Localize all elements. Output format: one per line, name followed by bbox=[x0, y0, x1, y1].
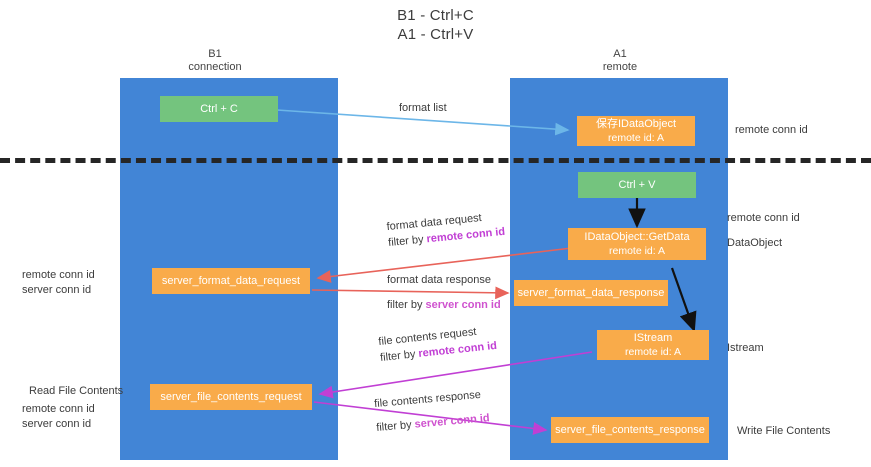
filter-prefix: filter by bbox=[387, 299, 426, 311]
column-header-a1-name: A1 bbox=[613, 48, 627, 60]
annotation-right-dataobject-label: DataObject bbox=[727, 237, 783, 249]
title-line-1: B1 - Ctrl+C bbox=[397, 7, 474, 24]
filter-prefix: filter by bbox=[375, 418, 416, 435]
annotation-left-bottom-ids: remote conn id server conn id bbox=[22, 402, 95, 432]
annotation-left-mid-remote: remote conn id bbox=[22, 269, 95, 281]
node-server-file-contents-request-label: server_file_contents_request bbox=[160, 391, 302, 403]
column-header-b1-sub: connection bbox=[188, 61, 242, 73]
annotation-left-mid: remote conn id server conn id bbox=[22, 268, 95, 298]
filter-highlight: server conn id bbox=[414, 412, 491, 431]
edge-label-file-contents-response-l2: filter by server conn id bbox=[376, 410, 491, 436]
annotation-left-mid-server: server conn id bbox=[22, 284, 92, 296]
title-line-2: A1 - Ctrl+V bbox=[397, 26, 474, 43]
node-idataobject-getdata-line1: IDataObject::GetData bbox=[584, 231, 690, 243]
edge-label-format-data-response-l2: filter by server conn id bbox=[387, 297, 501, 313]
edge-label-format-list-text: format list bbox=[399, 102, 447, 114]
edge-label-file-contents-request: file contents request filter by remote c… bbox=[378, 322, 498, 366]
edge-label-format-list: format list bbox=[399, 100, 447, 116]
annotation-read-file-contents: Read File Contents bbox=[29, 385, 124, 397]
phase-divider bbox=[0, 158, 871, 163]
annotation-right-dataobject: remote conn id DataObject bbox=[727, 211, 800, 251]
annotation-right-istream: Istream bbox=[727, 342, 764, 354]
edge-label-file-contents-response-l1: file contents response bbox=[373, 388, 482, 411]
annotation-left-read-file-contents: Read File Contents bbox=[29, 384, 123, 399]
node-server-format-data-request-label: server_format_data_request bbox=[161, 275, 301, 287]
node-istream-line2: remote id: A bbox=[624, 346, 682, 358]
node-ctrl-c-label: Ctrl + C bbox=[200, 103, 238, 115]
node-ctrl-c[interactable]: Ctrl + C bbox=[160, 96, 278, 122]
filter-prefix: filter by bbox=[379, 348, 420, 365]
node-ctrl-v[interactable]: Ctrl + V bbox=[578, 172, 696, 198]
node-idataobject-getdata-line2: remote id: A bbox=[608, 245, 666, 257]
node-save-idataobject[interactable]: 保存IDataObject remote id: A bbox=[577, 116, 695, 146]
column-header-a1: A1 remote bbox=[550, 48, 690, 74]
node-server-file-contents-response[interactable]: server_file_contents_response bbox=[551, 417, 709, 443]
node-server-file-contents-response-label: server_file_contents_response bbox=[555, 424, 705, 436]
edge-label-format-data-response-l1: format data response bbox=[387, 274, 491, 286]
column-header-b1-name: B1 bbox=[208, 48, 222, 60]
node-idataobject-getdata[interactable]: IDataObject::GetData remote id: A bbox=[568, 228, 706, 260]
annotation-right-write-file-contents: Write File Contents bbox=[737, 425, 831, 437]
node-save-idataobject-line2: remote id: A bbox=[607, 132, 665, 144]
column-header-b1: B1 connection bbox=[145, 48, 285, 74]
node-server-format-data-request[interactable]: server_format_data_request bbox=[152, 268, 310, 294]
node-ctrl-v-label: Ctrl + V bbox=[618, 179, 656, 191]
filter-prefix: filter by bbox=[387, 233, 428, 250]
annotation-left-bottom-remote: remote conn id bbox=[22, 403, 95, 415]
node-server-format-data-response-label: server_format_data_response bbox=[517, 287, 665, 299]
node-istream[interactable]: IStream remote id: A bbox=[597, 330, 709, 360]
column-header-a1-sub: remote bbox=[602, 61, 638, 73]
edge-label-format-data-response: format data response filter by server co… bbox=[387, 272, 501, 313]
page-title: B1 - Ctrl+C A1 - Ctrl+V bbox=[0, 6, 871, 44]
node-save-idataobject-line1: 保存IDataObject bbox=[595, 118, 677, 130]
edge-label-file-contents-response: file contents response filter by server … bbox=[374, 386, 491, 436]
annotation-left-bottom-server: server conn id bbox=[22, 418, 92, 430]
annotation-right-top: remote conn id bbox=[735, 123, 808, 138]
node-istream-line1: IStream bbox=[633, 332, 673, 344]
node-server-file-contents-request[interactable]: server_file_contents_request bbox=[150, 384, 312, 410]
node-server-format-data-response[interactable]: server_format_data_response bbox=[514, 280, 668, 306]
annotation-right-dataobject-remote: remote conn id bbox=[727, 212, 800, 224]
annotation-right-top-remote: remote conn id bbox=[735, 124, 808, 136]
edge-label-format-data-request: format data request filter by remote con… bbox=[386, 208, 506, 251]
filter-highlight: server conn id bbox=[425, 299, 501, 311]
